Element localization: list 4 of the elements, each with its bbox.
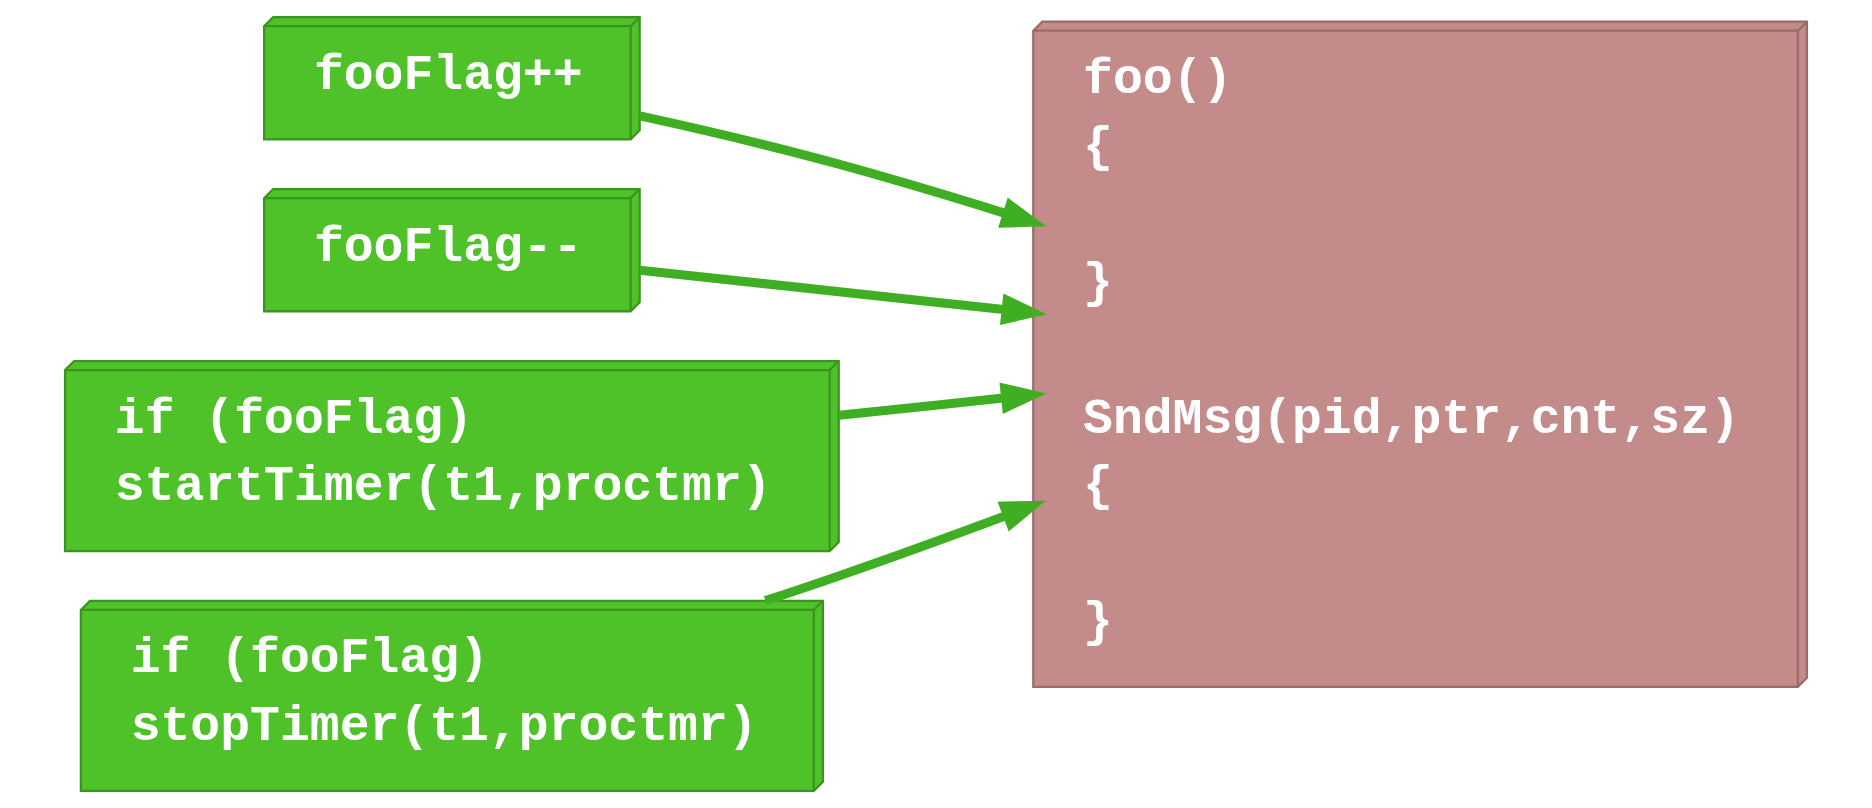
arrow: [763, 500, 1046, 605]
arrow: [638, 111, 1047, 228]
arrow: [838, 382, 1047, 420]
arrow: [639, 265, 1047, 326]
